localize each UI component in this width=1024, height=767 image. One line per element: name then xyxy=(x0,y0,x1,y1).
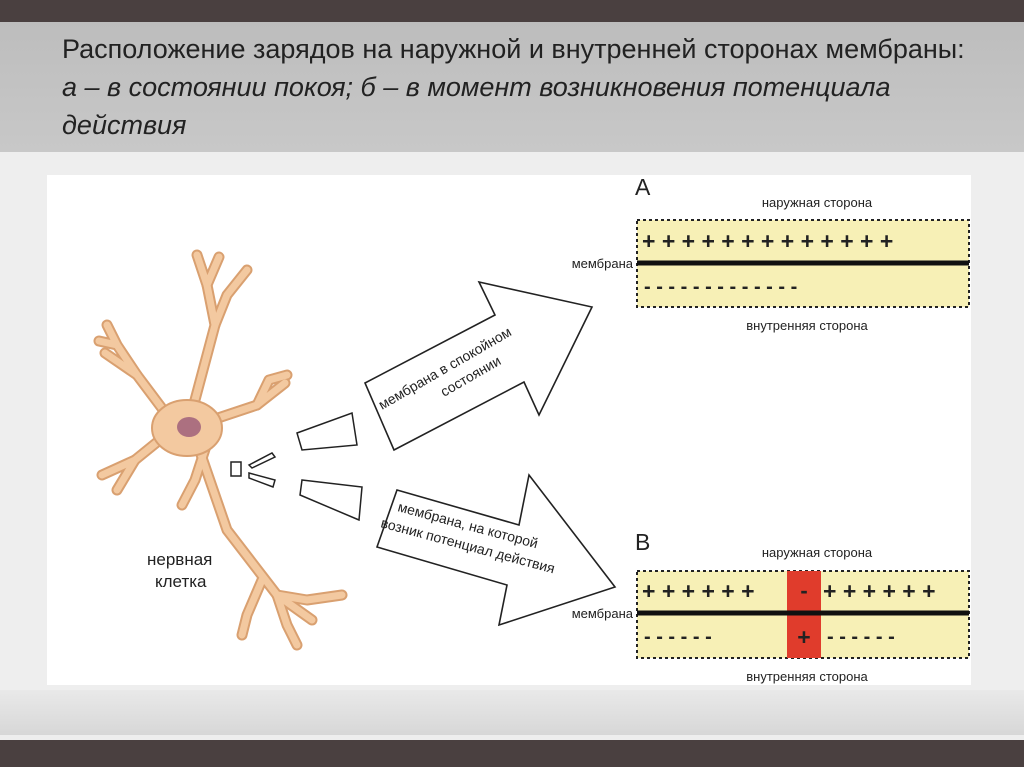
zoom-wedge-mid1 xyxy=(249,453,275,468)
diagram-figure: нервная клетка мембрана в спокойном сост… xyxy=(47,175,971,685)
title-italic: а – в состоянии покоя; б – в момент возн… xyxy=(62,72,890,140)
panel-b-letter: В xyxy=(635,529,650,555)
panel-b-bottom-right-charges: - - - - - - xyxy=(827,626,895,648)
panel-a-membrane-label: мембрана xyxy=(572,256,634,271)
panel-a-letter: А xyxy=(635,175,651,200)
selection-marker xyxy=(231,462,241,476)
zoom-wedge-mid2 xyxy=(249,473,275,487)
title-normal: Расположение зарядов на наружной и внутр… xyxy=(62,34,965,64)
panel-b-active-bottom: + xyxy=(797,624,810,650)
panel-a: А наружная сторона мембрана + + + + + + … xyxy=(572,175,969,333)
panel-a-bottom-charges: - - - - - - - - - - - - - xyxy=(644,276,797,298)
bottom-bar xyxy=(0,740,1024,767)
zoom-wedge-bottom xyxy=(300,480,362,520)
panel-b-outer-label: наружная сторона xyxy=(762,545,873,560)
slide-title: Расположение зарядов на наружной и внутр… xyxy=(62,30,982,144)
arrow-top: мембрана в спокойном состоянии xyxy=(365,282,592,450)
panel-b-membrane-label: мембрана xyxy=(572,606,634,621)
panel-b-inner-label: внутренняя сторона xyxy=(746,669,868,684)
top-bar xyxy=(0,0,1024,22)
cell-label-line2: клетка xyxy=(155,572,207,591)
panel-b-top-left-charges: + + + + + + xyxy=(642,578,755,604)
panel-a-top-charges: + + + + + + + + + + + + + xyxy=(642,228,893,254)
panel-b: В наружная сторона мембрана + + + + + + … xyxy=(572,529,969,684)
nucleus xyxy=(177,417,201,437)
panel-a-inner-label: внутренняя сторона xyxy=(746,318,868,333)
panel-b-top-right-charges: + + + + + + xyxy=(823,578,936,604)
diagram-svg: нервная клетка мембрана в спокойном сост… xyxy=(47,175,971,685)
panel-a-outer-label: наружная сторона xyxy=(762,195,873,210)
bottom-shadow xyxy=(0,690,1024,735)
arrow-bottom: мембрана, на которой возник потенциал де… xyxy=(377,475,615,625)
panel-b-active-top: - xyxy=(800,578,807,603)
panel-b-bottom-left-charges: - - - - - - xyxy=(644,626,712,648)
zoom-wedge-top xyxy=(297,413,357,450)
cell-label-line1: нервная xyxy=(147,550,212,569)
